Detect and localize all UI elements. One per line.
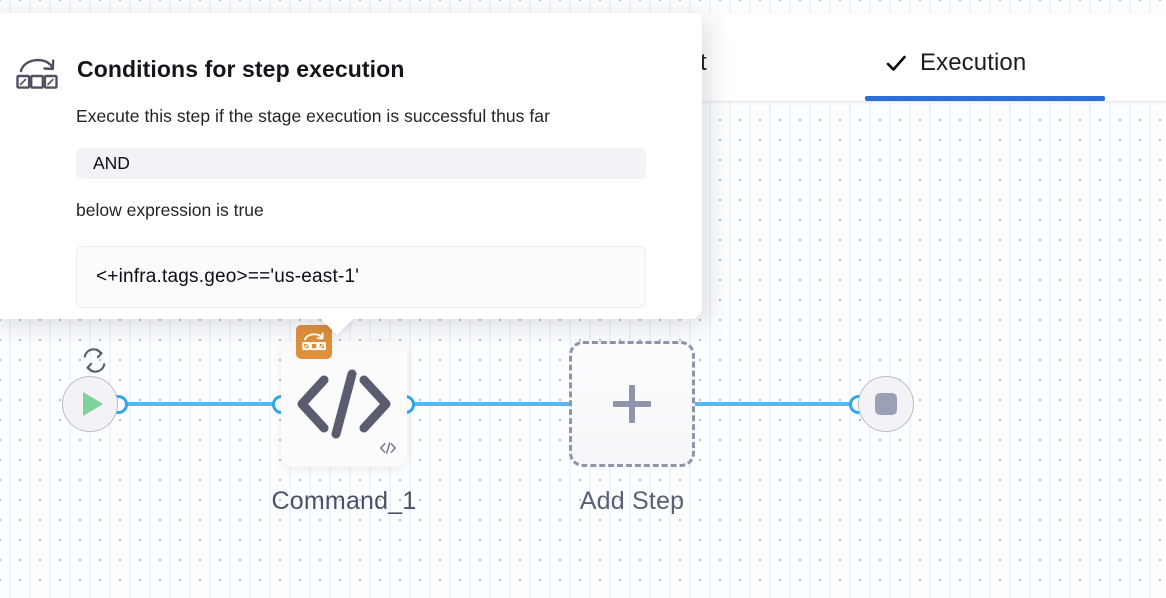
condition-expression-field[interactable]: <+infra.tags.geo>=='us-east-1' <box>76 246 646 308</box>
check-icon <box>884 51 908 75</box>
stop-icon <box>875 393 897 415</box>
condition-expression-value: <+infra.tags.geo>=='us-east-1' <box>96 266 360 287</box>
tooltip-title: Conditions for step execution <box>77 56 405 82</box>
step-conditions-tooltip: Conditions for step execution Execute th… <box>0 13 702 335</box>
command-step-label: Command_1 <box>271 487 417 515</box>
add-step-node[interactable] <box>569 341 695 467</box>
edge-command-to-add-step <box>404 402 576 406</box>
condition-operator-value: AND <box>93 153 130 173</box>
edge-start-to-command <box>118 402 288 406</box>
tab-execution-label: Execution <box>920 49 1027 76</box>
end-node[interactable] <box>858 376 914 432</box>
tooltip-sub-description: below expression is true <box>76 200 264 220</box>
shell-script-icon <box>14 55 60 93</box>
edge-add-step-to-end <box>688 402 860 406</box>
add-step-label: Add Step <box>579 487 685 515</box>
tooltip-description: Execute this step if the stage execution… <box>76 106 550 126</box>
code-brackets-small-icon <box>379 439 397 457</box>
start-node[interactable] <box>62 376 118 432</box>
tooltip-pointer <box>320 318 354 335</box>
tab-execution[interactable]: Execution <box>884 49 1026 77</box>
tab-execution-active-underline <box>865 96 1105 101</box>
retry-loop-icon[interactable] <box>79 345 110 376</box>
condition-operator-field[interactable]: AND <box>76 148 646 179</box>
play-icon <box>83 392 103 416</box>
command-step-node[interactable] <box>281 325 407 467</box>
code-brackets-icon <box>281 341 407 467</box>
plus-icon <box>613 385 651 423</box>
